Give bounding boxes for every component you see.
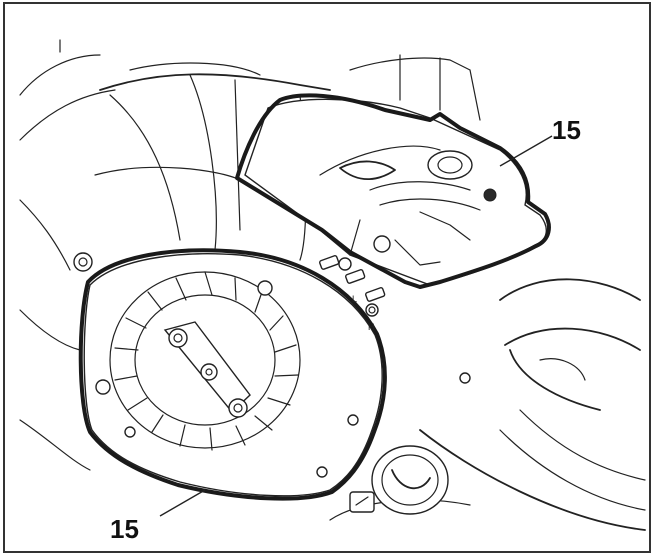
starter-cover-highlight: [78, 248, 387, 501]
upper-cover-highlight: [235, 93, 551, 289]
choke-symbol: L: [352, 294, 357, 304]
callout-label-top: 15: [552, 115, 581, 145]
leader-line-bottom: [159, 489, 206, 517]
starter-fan: [83, 253, 383, 497]
fuel-cap: [349, 445, 449, 515]
rear-handle: [329, 278, 646, 531]
air-filter-cover: [244, 98, 547, 286]
high-symbol: H: [368, 322, 375, 332]
control-panel: [319, 255, 386, 324]
housing-outline: [19, 39, 481, 471]
leader-line-top: [499, 135, 553, 167]
figure-frame: [3, 2, 651, 553]
callout-label-bottom: 15: [110, 514, 139, 544]
